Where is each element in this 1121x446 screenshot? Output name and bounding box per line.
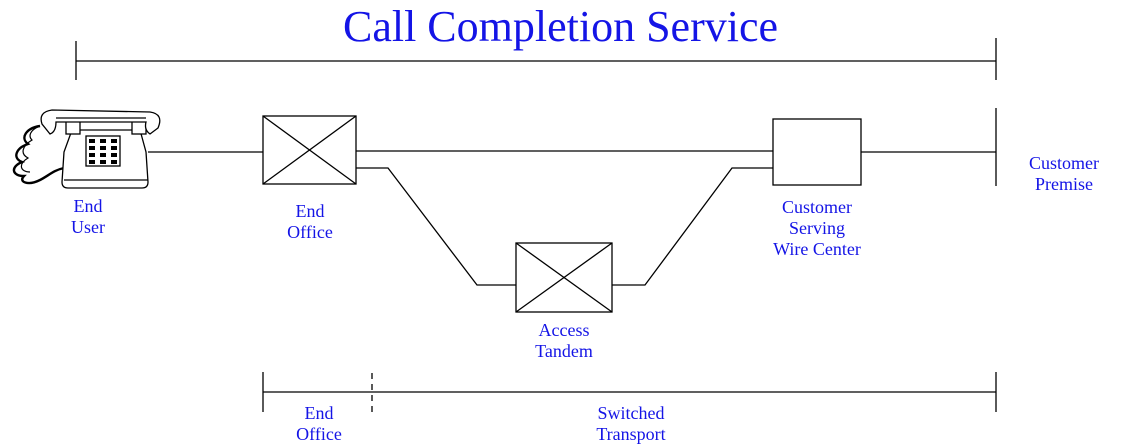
wire-center-label: Customer Serving Wire Center [773, 197, 861, 259]
tandem-route-line [356, 167, 516, 286]
direct-trunk-line [148, 150, 996, 153]
access-tandem-switch-icon [515, 242, 613, 313]
bottom-segment-bracket [262, 372, 997, 414]
end-office-label: End Office [287, 201, 333, 242]
segment-end-office-label: End Office [296, 403, 342, 444]
access-tandem-label: Access Tandem [535, 320, 593, 361]
wire-center-box-icon [772, 118, 862, 186]
customer-premise-label: Customer Premise [1029, 153, 1099, 194]
end-office-switch-icon [262, 115, 357, 185]
telephone-icon [12, 109, 161, 189]
segment-switched-transport-label: Switched Transport [596, 403, 666, 444]
tandem-route-line-return [612, 167, 773, 286]
service-span-bracket [75, 38, 997, 80]
diagram-title: Call Completion Service [342, 2, 779, 51]
end-user-label: End User [71, 196, 105, 237]
